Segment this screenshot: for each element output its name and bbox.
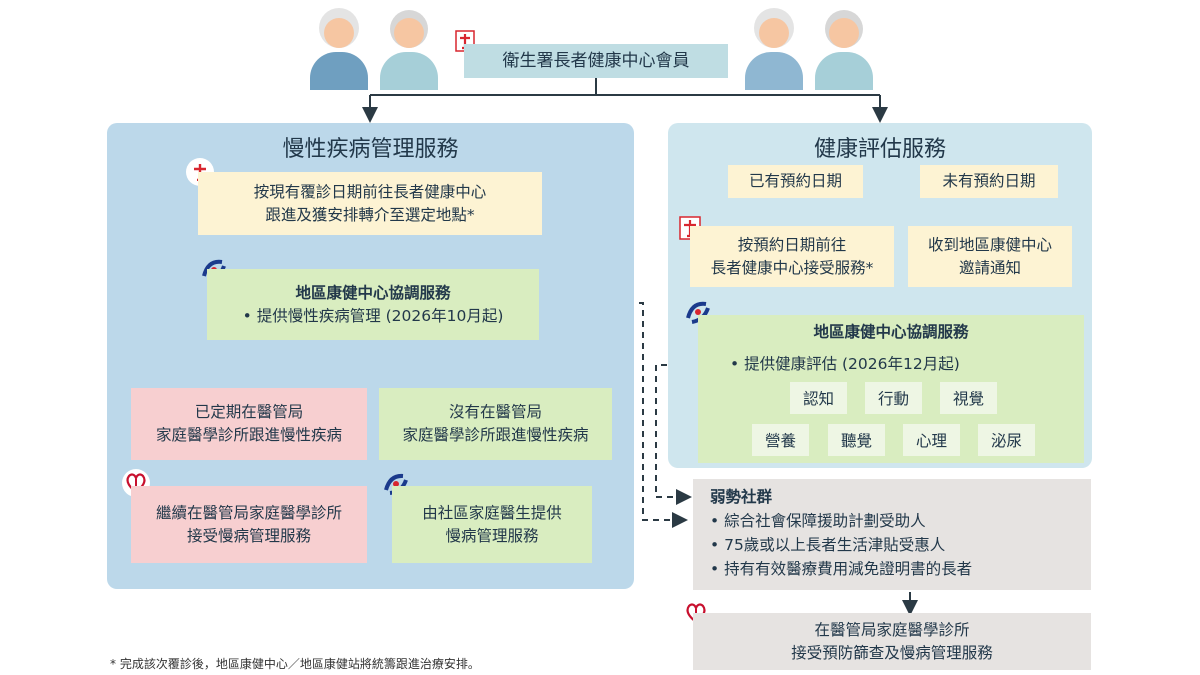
assessment-domain-chip: 行動 <box>865 382 922 414</box>
dhc-bullet: 提供健康評估 (2026年12月起) <box>730 352 960 374</box>
vulnerable-item: 綜合社會保障援助計劃受助人 <box>710 512 926 530</box>
condition-line: 家庭醫學診所跟進慢性疾病 <box>402 426 589 444</box>
assessment-domain-chip: 心理 <box>903 424 960 456</box>
result-line: 由社區家庭醫生提供 <box>422 503 562 522</box>
attend-appointment-box: 按預約日期前往 長者健康中心接受服務* <box>690 226 894 287</box>
attend-line: 長者健康中心接受服務* <box>710 258 874 277</box>
vulnerable-item: 75歲或以上長者生活津貼受惠人 <box>710 536 945 554</box>
elderly-man-icon <box>380 8 438 90</box>
elderly-man-icon <box>815 8 873 90</box>
assessment-domain-chip: 認知 <box>790 382 847 414</box>
preventive-screening-box: 在醫管局家庭醫學診所 接受預防篩查及慢病管理服務 <box>693 613 1091 670</box>
community-doctor-service-box: 由社區家庭醫生提供 慢病管理服務 <box>392 486 592 563</box>
no-ha-followup-condition-box: 沒有在醫管局 家庭醫學診所跟進慢性疾病 <box>379 388 612 460</box>
vulnerable-item: 持有有效醫療費用減免證明書的長者 <box>710 560 972 578</box>
assessment-domain-chip: 泌尿 <box>978 424 1035 456</box>
ha-continue-service-box: 繼續在醫管局家庭醫學診所 接受慢病管理服務 <box>131 486 367 563</box>
condition-line: 已定期在醫管局 <box>194 403 304 421</box>
result-line: 繼續在醫管局家庭醫學診所 <box>155 503 342 522</box>
invitation-notice-box: 收到地區康健中心 邀請通知 <box>908 226 1072 287</box>
dhc-title: 地區康健中心協調服務 <box>813 322 969 341</box>
assessment-domain-chip: 視覺 <box>940 382 997 414</box>
membership-label: 衛生署長者健康中心會員 <box>502 50 690 71</box>
with-appointment-label: 已有預約日期 <box>748 172 842 190</box>
screening-line: 在醫管局家庭醫學診所 <box>814 620 970 639</box>
screening-line: 接受預防篩查及慢病管理服務 <box>791 643 993 662</box>
invitation-line: 收到地區康健中心 <box>927 235 1052 254</box>
without-appointment-label: 未有預約日期 <box>942 172 1036 190</box>
elderly-woman-icon <box>745 8 803 90</box>
result-line: 接受慢病管理服務 <box>186 526 311 545</box>
condition-line: 沒有在醫管局 <box>448 403 542 421</box>
dhc-title: 地區康健中心協調服務 <box>295 283 451 302</box>
revisit-step-box: 按現有覆診日期前往長者健康中心 跟進及獲安排轉介至選定地點* <box>198 172 542 235</box>
vulnerable-title: 弱勢社群 <box>710 488 773 506</box>
ha-followup-condition-box: 已定期在醫管局 家庭醫學診所跟進慢性疾病 <box>131 388 367 460</box>
elderly-woman-icon <box>310 8 368 90</box>
dashed-left-to-vulnerable <box>540 302 688 528</box>
footnote: * 完成該次覆診後，地區康健中心／地區康健站將統籌跟進治療安排。 <box>110 657 480 671</box>
revisit-step-line: 按現有覆診日期前往長者健康中心 <box>253 182 487 201</box>
revisit-step-line: 跟進及獲安排轉介至選定地點* <box>265 205 475 224</box>
chronic-disease-title: 慢性疾病管理服務 <box>282 137 459 162</box>
membership-header: 衛生署長者健康中心會員 <box>464 44 728 78</box>
health-assessment-title: 健康評估服務 <box>813 137 946 162</box>
assessment-domain-chip: 營養 <box>752 424 809 456</box>
attend-line: 按預約日期前往 <box>737 235 847 254</box>
condition-line: 家庭醫學診所跟進慢性疾病 <box>155 426 342 444</box>
with-appointment-box: 已有預約日期 <box>728 165 863 198</box>
without-appointment-box: 未有預約日期 <box>920 165 1058 198</box>
dhc-coordination-box-left: 地區康健中心協調服務 提供慢性疾病管理 (2026年10月起) <box>207 269 539 340</box>
dhc-bullet: 提供慢性疾病管理 (2026年10月起) <box>243 307 504 325</box>
vulnerable-groups-box: 弱勢社群 綜合社會保障援助計劃受助人 75歲或以上長者生活津貼受惠人 持有有效醫… <box>693 479 1091 590</box>
result-line: 慢病管理服務 <box>445 526 539 545</box>
assessment-domain-chip: 聽覺 <box>828 424 885 456</box>
invitation-line: 邀請通知 <box>958 258 1021 277</box>
